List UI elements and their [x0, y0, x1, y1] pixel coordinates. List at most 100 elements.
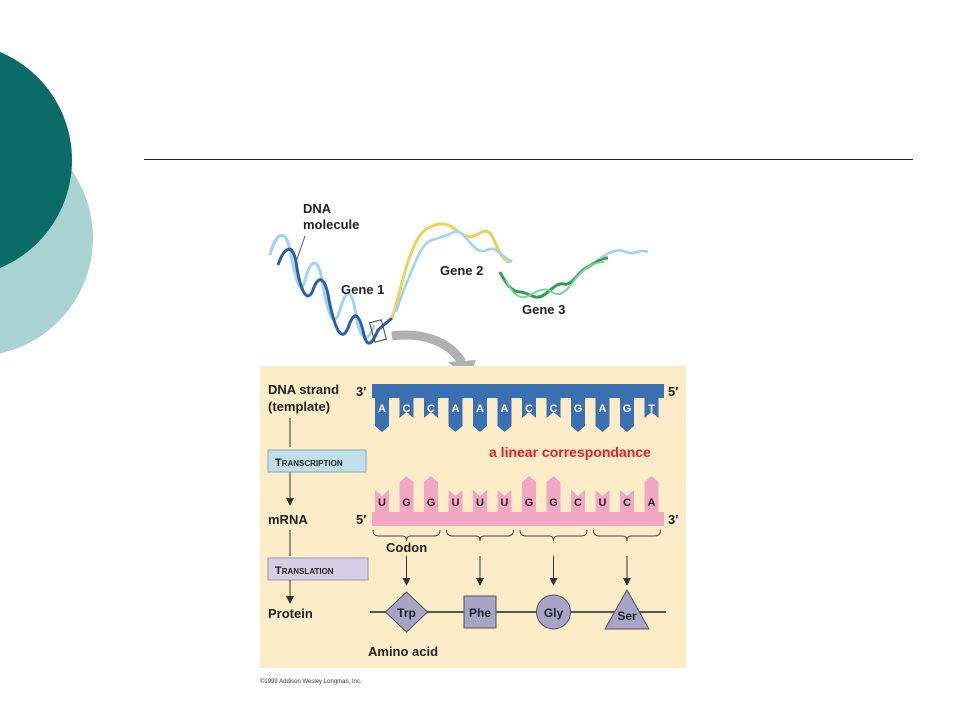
- gene1-label: Gene 1: [341, 282, 384, 297]
- mrna-base-letter: A: [648, 497, 656, 509]
- amino-acid-name: Phe: [469, 606, 491, 620]
- mrna-base-letter: C: [623, 497, 631, 509]
- dna-strand-label-line2: (template): [268, 399, 330, 414]
- mrna-base-letter: U: [476, 497, 484, 509]
- mrna-base-shape: [571, 490, 585, 512]
- mrna-base-shape: [375, 490, 389, 512]
- gene1-strand: [276, 247, 393, 345]
- mrna-base-shape: [644, 476, 659, 512]
- gene2-strand: [390, 222, 514, 319]
- dna-molecule-label-line2: molecule: [303, 217, 359, 232]
- flow-arrow-2: [286, 498, 294, 506]
- mrna-base-shape: [522, 476, 536, 512]
- translation-label: Translation: [275, 565, 334, 577]
- dna-base-letter: G: [574, 403, 583, 415]
- dna-base-shape: [473, 398, 487, 432]
- dna-base-shape: [497, 398, 512, 432]
- mrna-base-letter: G: [525, 497, 534, 509]
- dna-tail-strand: [599, 249, 649, 260]
- mrna-end-right: 3′: [668, 512, 678, 527]
- mrna-base-shape: [399, 476, 414, 512]
- dna-base-letter: A: [476, 403, 484, 415]
- codon-arrow-head: [402, 578, 411, 586]
- mrna-base-letter: U: [378, 497, 386, 509]
- codon-arrow-head: [476, 578, 484, 586]
- dna-base-letter: A: [452, 403, 460, 415]
- dna-base-letter: A: [501, 403, 509, 415]
- dna-base-letter: C: [525, 403, 533, 415]
- dna-base-letter: C: [550, 403, 558, 415]
- amino-acid-shape-circle: [536, 594, 571, 630]
- amino-acid-shape-square: [463, 595, 497, 629]
- amino-acid-chain: Trp Phe Gly Ser: [384, 588, 650, 633]
- mrna-base-shape: [448, 490, 463, 512]
- dna-end-right: 5′: [668, 384, 678, 399]
- dna-base-shape: [399, 398, 414, 418]
- gene2-label: Gene 2: [440, 263, 483, 278]
- mrna-base-shape: [473, 490, 487, 512]
- dna-base-shape: [448, 398, 463, 432]
- codon-arrow-head: [623, 578, 631, 586]
- dna-base-shape: [571, 398, 585, 432]
- dna-base-shape: [546, 398, 561, 418]
- mrna-base-letter: U: [452, 497, 460, 509]
- dark-teal-circle: [0, 52, 72, 268]
- dna-backbone: [372, 384, 664, 398]
- dna-base-shape: [522, 398, 536, 418]
- mrna-base-letter: C: [574, 497, 582, 509]
- mrna-end-left: 5′: [356, 512, 366, 527]
- amino-acid-shape-diamond: [384, 591, 429, 633]
- dna-base-letter: C: [403, 403, 411, 415]
- codon-brace: [446, 529, 514, 542]
- linear-correspondance-annotation: a linear correspondance: [489, 444, 651, 460]
- codon-brace: [372, 529, 441, 542]
- transcription-box: [267, 449, 367, 473]
- amino-acid-name: Trp: [397, 606, 416, 620]
- codon-label: Codon: [386, 540, 427, 555]
- mrna-base-shape: [620, 490, 634, 512]
- process-flow: DNA strand (template) Transcription mRNA…: [267, 382, 369, 621]
- mrna-backbone: [372, 512, 664, 526]
- dna-molecule-label-line1: DNA: [303, 201, 332, 216]
- mrna-base-letter: U: [599, 497, 607, 509]
- mrna-base-letter: G: [549, 497, 558, 509]
- dna-base-shape: [620, 398, 634, 432]
- protein-label: Protein: [268, 606, 313, 621]
- codon-arrow-head: [549, 578, 558, 586]
- mrna-label: mRNA: [268, 512, 308, 527]
- amino-acid-name: Gly: [544, 606, 564, 620]
- dna-molecule-overview: DNA molecule Gene 1 Gene 2 Gene 3: [268, 201, 649, 380]
- gene3-label: Gene 3: [522, 302, 565, 317]
- dna-base-shape: [644, 398, 659, 418]
- zoom-arrow-shaft: [391, 330, 466, 365]
- amino-acid-shape-triangle: [604, 588, 650, 630]
- dna-end-left: 3′: [356, 384, 366, 399]
- mrna-base-shape: [595, 490, 610, 512]
- mrna-base-shape: [424, 476, 438, 512]
- mrna-base-letter: G: [427, 497, 436, 509]
- dna-molecule-pointer-line: [295, 235, 306, 263]
- title-divider-line: [144, 159, 913, 160]
- codon-brace: [593, 529, 661, 542]
- mrna-base-shape: [497, 490, 512, 512]
- mrna-base-letter: U: [501, 497, 509, 509]
- mrna-strand: 5′ 3′ U G G U U U G G C U C A: [356, 476, 678, 527]
- gene3-strand-light: [505, 261, 605, 299]
- translation-box: [267, 557, 369, 581]
- mrna-base-letter: G: [402, 497, 411, 509]
- dna-base-shape: [424, 398, 438, 418]
- dna-strand-label-line1: DNA strand: [268, 382, 339, 397]
- dna-base-letter: G: [623, 403, 632, 415]
- flow-arrow-4: [286, 596, 294, 604]
- amino-acid-name: Ser: [617, 609, 637, 623]
- transcription-label: Transcription: [275, 457, 343, 469]
- dna-base-shape: [375, 398, 389, 432]
- dna-base-letter: T: [648, 403, 655, 415]
- codon-brace: [519, 529, 588, 542]
- dna-base-letter: A: [599, 403, 607, 415]
- dna-base-letter: A: [378, 403, 386, 415]
